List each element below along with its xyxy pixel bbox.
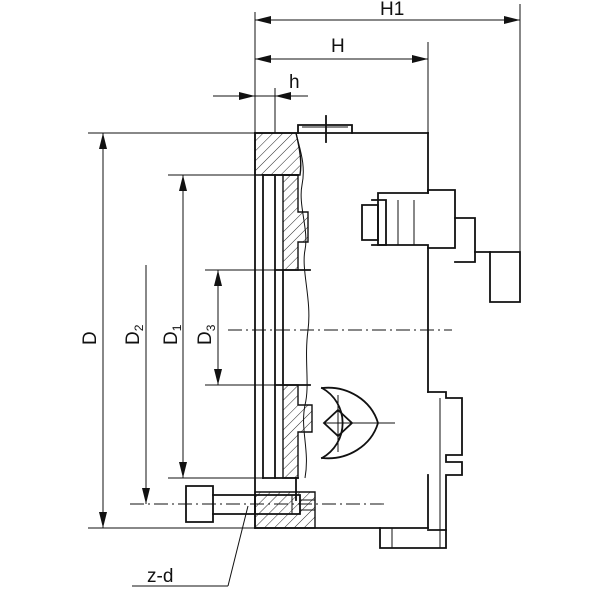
interior-steps [274,269,311,386]
label-d2: D2 [123,324,146,345]
jaw-lower-right [379,391,463,549]
dimension-d: D [80,133,107,528]
label-h1: H1 [380,0,404,20]
chuck-body [254,132,429,529]
dimension-d1: D1 [161,175,187,478]
label-d3: D3 [195,324,218,345]
mounting-bolt [130,485,384,523]
label-z-d: z-d [147,566,173,587]
dimension-d2: D2 [123,265,150,504]
jaw-upper-right [361,189,521,303]
dimension-h: H [255,36,428,63]
label-h-lower: h [289,72,300,93]
dimension-h1: H1 [255,0,520,24]
label-h-upper: H [331,36,345,57]
label-d1: D1 [161,324,184,345]
top-key-socket [297,115,353,143]
dimension-d3: D3 [195,270,222,385]
left-extension-lines [88,132,275,529]
label-d: D [80,331,101,345]
leader-z-d: z-d [132,505,249,587]
dimension-h-small: h [213,72,308,100]
key-socket [320,386,395,460]
